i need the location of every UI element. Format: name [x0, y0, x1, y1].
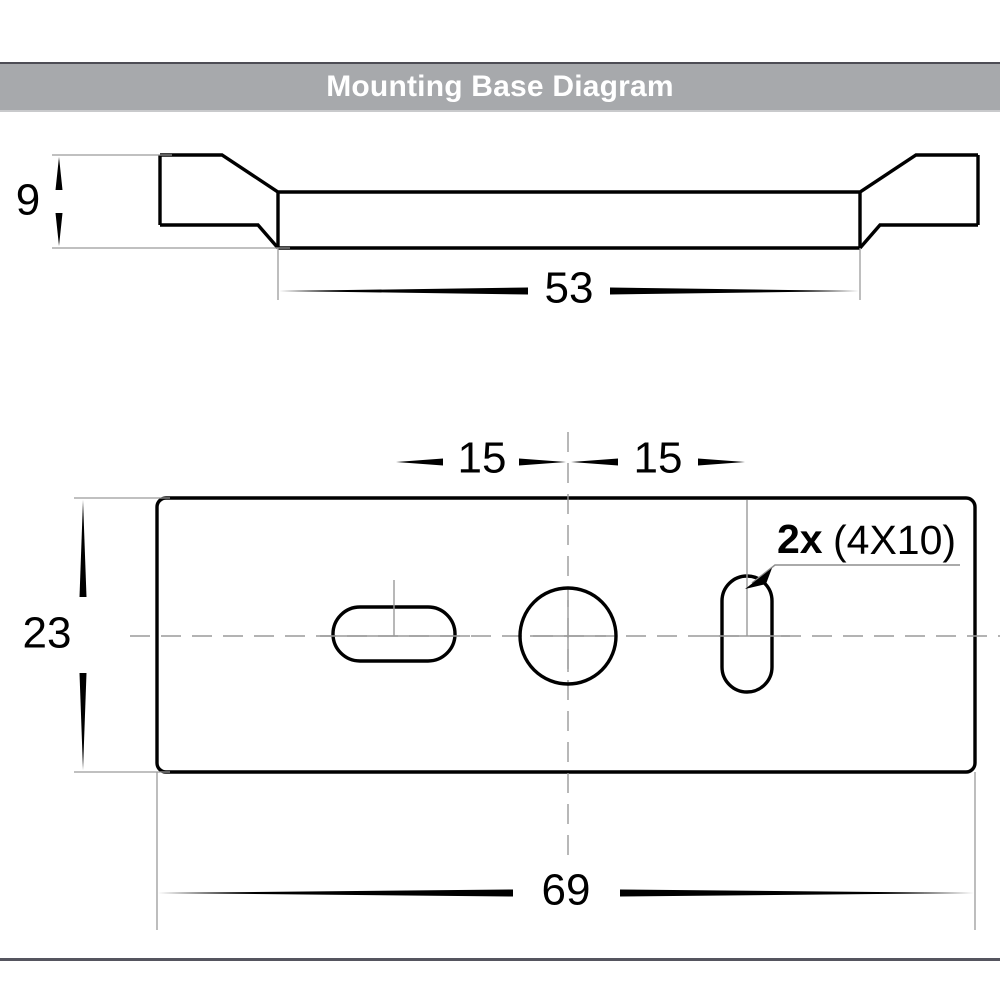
dim-15-right-arrow-outer [698, 458, 745, 466]
side-profile-left-underside [160, 223, 280, 250]
dimension-53: 53 [279, 264, 859, 313]
page-title: Mounting Base Diagram [326, 70, 674, 103]
diagram-header-banner: Mounting Base Diagram [0, 62, 1000, 112]
center-hole [518, 586, 618, 686]
callout-leader-arrowhead [745, 568, 772, 589]
dim-23-arrow-down [79, 673, 87, 770]
slot-callout: 2x (4X10) [745, 516, 960, 589]
dim-69-arrow-right [620, 889, 974, 897]
dim-9-value: 9 [16, 176, 40, 225]
dim-15-left-arrow-inner [519, 458, 566, 466]
callout-spec: (4X10) [833, 517, 956, 563]
side-profile-right-underside [858, 223, 978, 250]
dim-69-value: 69 [542, 866, 591, 915]
dim-53-arrow-left [279, 287, 528, 295]
dim-69-arrow-left [158, 889, 513, 897]
dim-15-left-value: 15 [458, 434, 507, 483]
dim-15-left-arrow-outer [396, 458, 443, 466]
dim-23-arrow-up [79, 500, 87, 597]
side-elevation-view: 9 53 [16, 153, 980, 313]
dim-9-arrow-down [55, 213, 63, 246]
side-profile-top-outline [160, 153, 978, 194]
dim-15-right-value: 15 [634, 434, 683, 483]
dim-23-value: 23 [23, 609, 72, 658]
dimension-15-left: 15 [396, 434, 566, 483]
callout-quantity: 2x [777, 516, 823, 562]
dim-9-arrow-up [55, 157, 63, 190]
dim-53-value: 53 [545, 264, 594, 313]
dimension-9: 9 [16, 157, 63, 246]
dimension-69: 69 [158, 866, 974, 915]
dimension-15-right: 15 [571, 434, 745, 483]
plan-plate-outline [155, 496, 977, 774]
footer-divider [0, 958, 1000, 961]
callout-leader-line [751, 564, 960, 584]
dimension-23: 23 [23, 500, 87, 770]
dim-53-arrow-right [610, 287, 859, 295]
plan-view: 15 15 23 69 [23, 432, 1000, 930]
dim-15-right-arrow-inner [571, 458, 618, 466]
